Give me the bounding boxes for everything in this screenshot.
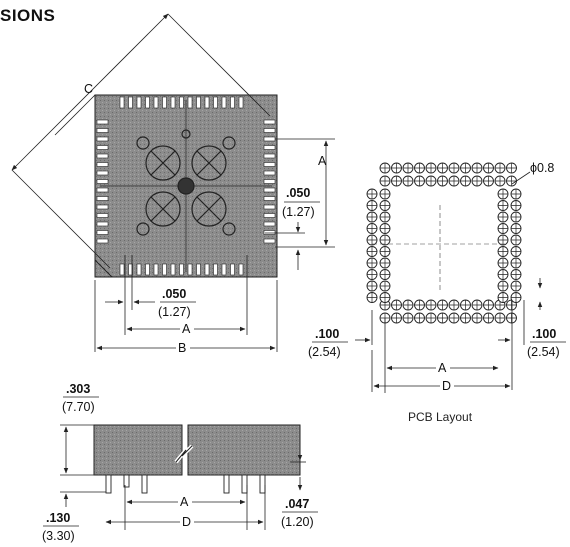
- pin: [213, 96, 218, 109]
- pcb-label-a: A: [438, 361, 447, 375]
- pin: [96, 204, 109, 210]
- pcb-label-d: D: [442, 379, 451, 393]
- pin: [263, 187, 276, 193]
- pin: [263, 204, 276, 210]
- standoff-circles: [136, 129, 236, 236]
- top-view: C A .050 (1.27) .050 (1.27) A B: [11, 13, 335, 355]
- pin: [204, 263, 210, 276]
- pin: [96, 145, 109, 150]
- pin: [136, 96, 142, 109]
- pin: [170, 263, 176, 276]
- side-height-mm: (7.70): [62, 400, 95, 414]
- pin: [187, 263, 193, 276]
- label-b: B: [178, 341, 186, 355]
- side-pin-dia-mm: (1.20): [281, 515, 314, 529]
- pin: [96, 119, 109, 125]
- pcb-right-mm: (2.54): [527, 345, 560, 359]
- pin: [196, 263, 201, 276]
- pin: [96, 238, 109, 244]
- pin-row-right: [263, 119, 276, 244]
- pcb-hole-diameter: ϕ0.8: [530, 161, 554, 175]
- pcb-right-in: .100: [532, 327, 556, 341]
- pin: [263, 170, 276, 176]
- side-pin-in: .130: [46, 511, 70, 525]
- pin: [170, 96, 176, 109]
- pcb-caption: PCB Layout: [408, 410, 473, 424]
- pcb-holes: [366, 162, 522, 324]
- pin: [96, 170, 109, 176]
- pin: [204, 96, 210, 109]
- pin: [263, 136, 276, 142]
- pin: [263, 213, 276, 218]
- pin: [221, 96, 227, 109]
- pitch-bottom-mm: (1.27): [158, 305, 191, 319]
- side-label-d: D: [182, 515, 191, 529]
- pin: [263, 196, 276, 201]
- pin: [96, 179, 109, 184]
- side-body-right: [187, 424, 301, 476]
- label-a-bottom: A: [182, 322, 191, 336]
- pin: [96, 221, 109, 227]
- pin: [230, 263, 235, 276]
- pin: [196, 96, 201, 109]
- pin: [153, 96, 159, 109]
- pin: [96, 187, 109, 193]
- side-view: .303 (7.70) .130 (3.30) .047 (1.20) A D: [42, 382, 318, 543]
- pin: [96, 213, 109, 218]
- pin: [187, 96, 193, 109]
- pin: [145, 96, 150, 109]
- side-pin-dia-in: .047: [285, 497, 309, 511]
- pin: [96, 230, 109, 235]
- pitch-right-in: .050: [286, 186, 310, 200]
- pin-row-bottom: [119, 263, 244, 276]
- pin: [162, 263, 167, 276]
- side-pin-mm: (3.30): [42, 529, 75, 543]
- pin: [96, 153, 109, 159]
- pin: [263, 238, 276, 244]
- pcb-left-in: .100: [315, 327, 339, 341]
- pin: [221, 263, 227, 276]
- pcb-left-mm: (2.54): [308, 345, 341, 359]
- pitch-bottom-in: .050: [162, 287, 186, 301]
- pin: [145, 263, 150, 276]
- pin: [119, 263, 125, 276]
- pin-row-left: [96, 119, 109, 244]
- pcb-layout: ϕ0.8 .100 (2.54) .100 (2.54) A D PCB Lay…: [308, 161, 566, 424]
- pin: [263, 221, 276, 227]
- pin: [179, 263, 184, 276]
- pin: [238, 96, 244, 109]
- pin: [96, 162, 109, 167]
- pin: [96, 196, 109, 201]
- pin: [230, 96, 235, 109]
- side-label-a: A: [180, 495, 189, 509]
- pin: [263, 179, 276, 184]
- pin: [263, 119, 276, 125]
- pin: [263, 145, 276, 150]
- pin: [263, 230, 276, 235]
- pin: [238, 263, 244, 276]
- pin: [119, 96, 125, 109]
- pin: [96, 128, 109, 133]
- pin: [136, 263, 142, 276]
- pin: [128, 263, 133, 276]
- pin: [263, 128, 276, 133]
- pin: [128, 96, 133, 109]
- label-c: C: [84, 82, 93, 96]
- pin: [179, 96, 184, 109]
- side-height-in: .303: [66, 382, 90, 396]
- pitch-right-mm: (1.27): [282, 205, 315, 219]
- pin: [153, 263, 159, 276]
- side-pins: [105, 474, 266, 494]
- pin: [162, 96, 167, 109]
- pin: [263, 153, 276, 159]
- pin-row-top: [119, 96, 244, 109]
- dim-c-diagonal: [11, 13, 169, 171]
- pin: [96, 136, 109, 142]
- pin: [213, 263, 218, 276]
- pin: [263, 162, 276, 167]
- side-body-left: [93, 424, 183, 476]
- label-a-right: A: [318, 154, 327, 168]
